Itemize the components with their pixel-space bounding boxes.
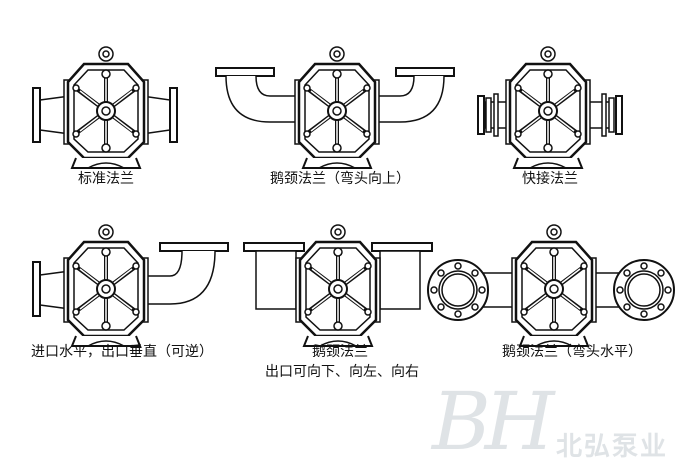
pump-quick-flange bbox=[477, 45, 623, 170]
pump-gooseneck-horizontal bbox=[427, 223, 675, 348]
pump-inlet-horizontal-outlet-vertical bbox=[32, 223, 229, 348]
pump-gooseneck-multi-direction bbox=[243, 223, 433, 348]
label-quick-flange: 快接法兰 bbox=[522, 171, 578, 187]
label-gooseneck-multi-directions: 出口可向下、向左、向右 bbox=[265, 364, 419, 380]
pump-gooseneck-up bbox=[215, 45, 455, 170]
pump-standard-flange bbox=[32, 45, 178, 170]
label-standard-flange: 标准法兰 bbox=[78, 171, 134, 187]
label-gooseneck-up: 鹅颈法兰（弯头向上） bbox=[270, 171, 410, 187]
label-gooseneck-horizontal: 鹅颈法兰（弯头水平） bbox=[502, 344, 642, 360]
label-inlet-horizontal: 进口水平，出口垂直（可逆） bbox=[31, 344, 213, 360]
label-gooseneck-multi: 鹅颈法兰 bbox=[312, 344, 368, 360]
